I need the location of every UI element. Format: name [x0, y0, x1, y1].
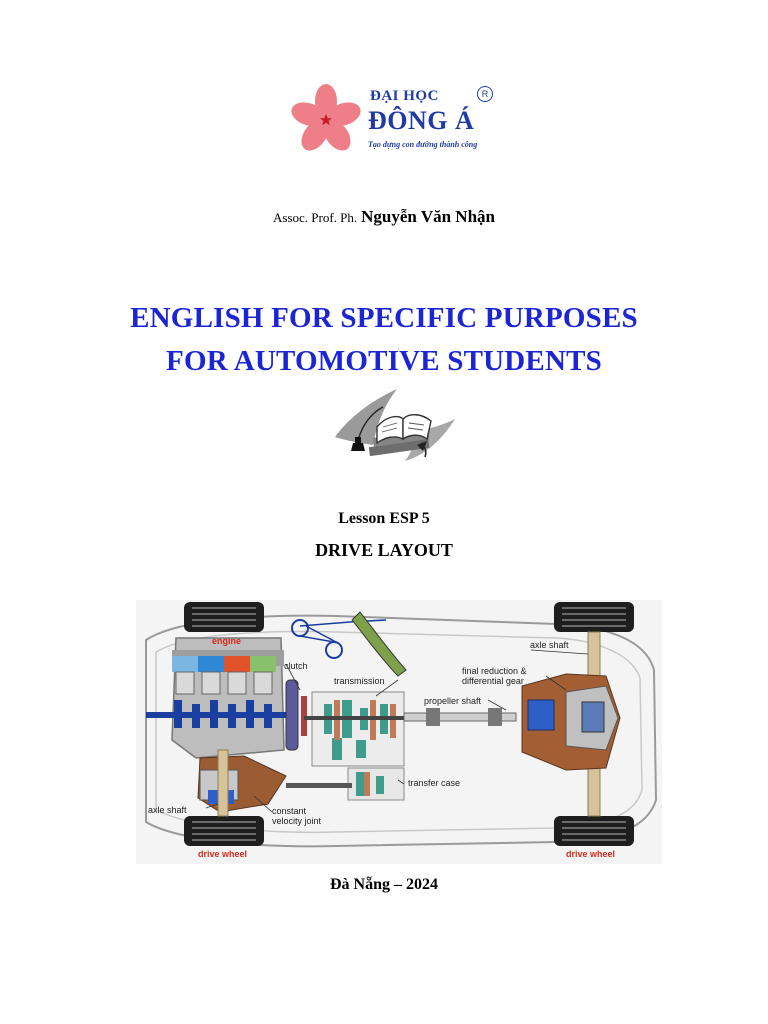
author-prefix: Assoc. Prof. Ph. — [273, 210, 358, 225]
label-final-reduction-2: differential gear — [462, 676, 524, 686]
lesson-topic: DRIVE LAYOUT — [315, 540, 453, 560]
front-differential — [197, 749, 287, 817]
engine-block — [146, 637, 292, 759]
label-transmission: transmission — [334, 676, 385, 686]
label-drive-wheel-right: drive wheel — [566, 849, 615, 859]
label-clutch: clutch — [284, 661, 308, 671]
title-line1: ENGLISH FOR SPECIFIC PURPOSES — [130, 302, 638, 334]
tire-front-top — [184, 602, 264, 632]
title-line2: FOR AUTOMOTIVE STUDENTS — [166, 345, 602, 377]
transfer-case — [286, 767, 405, 801]
drive-layout-diagram: engine clutch transmission axle shaft fi… — [136, 600, 662, 864]
lesson-label: Lesson ESP 5 — [338, 510, 430, 527]
label-axle-shaft-bottom: axle shaft — [148, 805, 187, 815]
author-name: Nguyễn Văn Nhận — [361, 207, 495, 226]
label-transfer-case: transfer case — [408, 778, 460, 788]
transmission-gears — [304, 691, 408, 767]
university-logo — [288, 84, 508, 156]
book-icon — [333, 385, 457, 467]
cherry-blossom-icon — [291, 84, 361, 151]
logo-line2: ĐÔNG Á — [368, 106, 475, 135]
tire-front-bottom — [184, 816, 264, 846]
label-final-reduction-1: final reduction & — [462, 666, 527, 676]
label-axle-shaft-top: axle shaft — [530, 640, 569, 650]
label-drive-wheel-left: drive wheel — [198, 849, 247, 859]
logo-line1: ĐẠI HỌC — [370, 88, 439, 104]
label-engine: engine — [212, 636, 241, 646]
author-line: Assoc. Prof. Ph. Nguyễn Văn Nhận — [0, 207, 768, 227]
logo-tagline: Tạo dựng con đường thành công — [368, 140, 478, 149]
label-propeller-shaft: propeller shaft — [424, 696, 482, 706]
propeller-shaft — [403, 708, 517, 726]
label-constant-velocity-2: velocity joint — [272, 816, 322, 826]
label-constant-velocity-1: constant — [272, 806, 307, 816]
tire-rear-top — [554, 602, 634, 632]
registered-mark: R — [477, 86, 493, 102]
place-date: Đà Nẵng – 2024 — [329, 876, 438, 893]
rear-differential — [521, 673, 621, 771]
tire-rear-bottom — [554, 816, 634, 846]
